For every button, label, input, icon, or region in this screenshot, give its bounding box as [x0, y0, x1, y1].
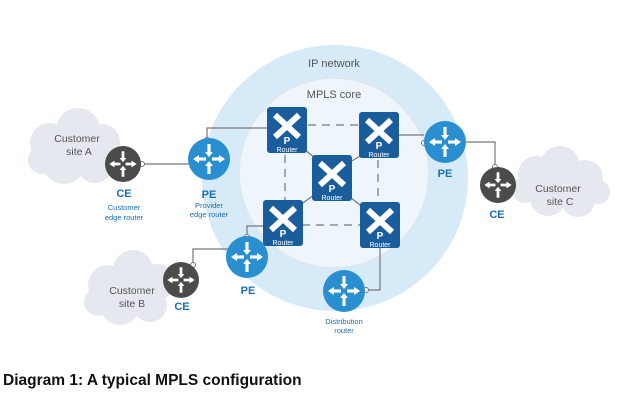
svg-text:Router: Router [276, 147, 298, 154]
pe-a-label: PE [202, 189, 217, 201]
svg-text:Router: Router [321, 195, 343, 202]
p-router-bottom-left[interactable]: P Router [263, 200, 303, 247]
dist-label-2: router [334, 326, 354, 335]
mpls-core-label: MPLS core [307, 89, 361, 101]
ce-router-b[interactable] [163, 262, 199, 298]
distribution-router[interactable] [323, 270, 365, 312]
p-router-bottom-right[interactable]: P Router [360, 202, 400, 249]
link-ce-b-pe-b [192, 248, 228, 265]
link-pe-c-ce-c [466, 141, 496, 167]
cloud-customer-site-c [512, 146, 610, 217]
ce-c-label: CE [489, 209, 504, 221]
link-p-br-dist [366, 247, 381, 291]
pe-router-a[interactable] [188, 138, 230, 180]
cloud-customer-site-b [84, 250, 175, 325]
cloud-b-line2: site B [119, 298, 145, 310]
svg-text:Router: Router [368, 152, 390, 159]
ce-a-label: CE [116, 188, 131, 200]
ip-network-label: IP network [308, 58, 360, 70]
dashed-links [284, 124, 379, 226]
cloud-customer-site-a [28, 108, 120, 184]
svg-text:P: P [377, 231, 384, 242]
pe-a-desc1: Provider [195, 201, 223, 210]
p-router-top-right[interactable]: P Router [359, 112, 399, 159]
p-router-top-left[interactable]: P Router [267, 107, 307, 154]
pe-a-desc2: edge router [190, 210, 229, 219]
svg-text:P: P [376, 141, 383, 152]
diagram-caption: Diagram 1: A typical MPLS configuration [3, 372, 302, 389]
cloud-c-line1: Customer [535, 183, 581, 195]
ce-b-label: CE [174, 301, 189, 313]
cloud-c-line2: site C [547, 196, 574, 208]
pe-b-label: PE [241, 285, 256, 297]
svg-text:Router: Router [369, 242, 391, 249]
ce-router-a[interactable] [105, 146, 141, 182]
pe-c-label: PE [438, 168, 453, 180]
svg-text:P: P [329, 184, 336, 195]
pe-router-b[interactable] [226, 236, 268, 278]
ce-a-desc1: Customer [108, 203, 141, 212]
svg-text:Router: Router [272, 240, 294, 247]
svg-text:P: P [284, 136, 291, 147]
cloud-a-line1: Customer [54, 133, 100, 145]
pe-router-c[interactable] [424, 121, 466, 163]
ce-a-desc2: edge router [105, 213, 144, 222]
dist-label-1: Distribution [325, 317, 363, 326]
cloud-a-line2: site A [66, 146, 92, 158]
svg-text:P: P [280, 229, 287, 240]
cloud-b-line1: Customer [109, 285, 155, 297]
p-router-center[interactable]: P Router [312, 155, 352, 202]
ce-router-c[interactable] [480, 167, 516, 203]
